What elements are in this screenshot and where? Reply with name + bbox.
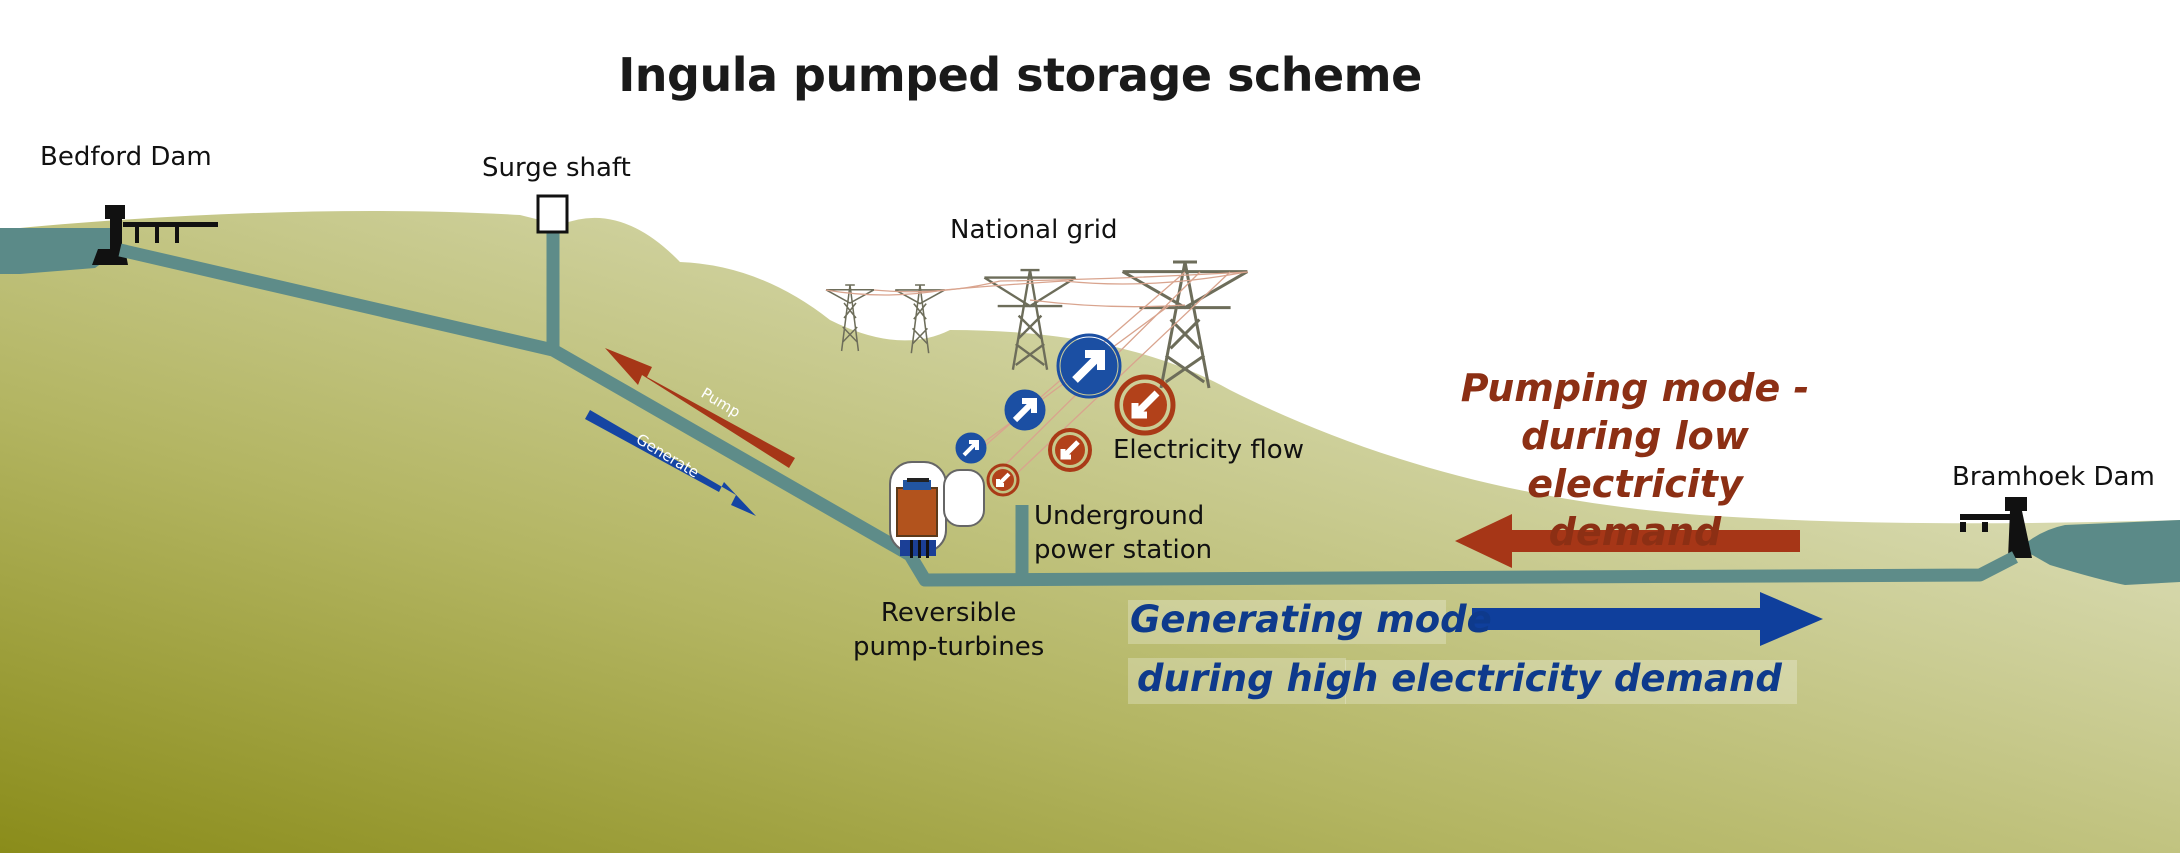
pumping-line-3: electricity demand	[1527, 462, 1743, 554]
water-tunnel	[118, 232, 2018, 587]
electricity-flow-out-icons	[955, 333, 1122, 464]
hillside-terrain	[0, 210, 2180, 853]
surge-shaft-label: Surge shaft	[482, 153, 631, 183]
generating-mode-arrow	[1472, 592, 1823, 646]
pumping-line-1: Pumping mode -	[1460, 366, 1810, 410]
generate-arrow	[585, 410, 756, 516]
text-backdrop-2	[1128, 658, 1346, 704]
generating-mode-line-2: during high electricity demand	[1137, 657, 1782, 700]
underground-power-station	[889, 461, 985, 558]
transmission-pylons	[825, 260, 1249, 389]
underground-line-2: power station	[1034, 535, 1213, 565]
pumping-mode-text: Pumping mode - during low electricity de…	[1440, 364, 1830, 556]
reversible-pump-turbines-label: Reversible pump-turbines	[853, 596, 1044, 664]
text-backdrop-3	[1345, 660, 1797, 704]
surge-shaft-box	[536, 194, 569, 234]
generating-mode-line-1: Generating mode	[1130, 598, 1492, 641]
text-backdrop	[1128, 600, 1446, 644]
electricity-flow-in-icons	[986, 374, 1176, 497]
reversible-line-1: Reversible	[880, 598, 1017, 628]
pumping-line-2: during low	[1521, 414, 1749, 458]
reversible-line-2: pump-turbines	[853, 632, 1045, 662]
bramhoek-dam-wall	[1960, 497, 2032, 558]
pumping-mode-arrow	[1455, 514, 1800, 568]
pump-arrow	[605, 348, 795, 468]
electricity-flow-label: Electricity flow	[1113, 435, 1304, 465]
bedford-dam-label: Bedford Dam	[40, 142, 212, 172]
underground-power-station-label: Underground power station	[1034, 499, 1212, 567]
bedford-dam-wall	[92, 205, 218, 265]
national-grid-label: National grid	[950, 215, 1118, 245]
underground-line-1: Underground	[1034, 501, 1205, 531]
bramhoek-dam-label: Bramhoek Dam	[1952, 462, 2155, 492]
diagram-title: Ingula pumped storage scheme	[618, 48, 1422, 102]
bedford-reservoir	[0, 228, 120, 274]
bramhoek-reservoir	[2020, 520, 2180, 585]
